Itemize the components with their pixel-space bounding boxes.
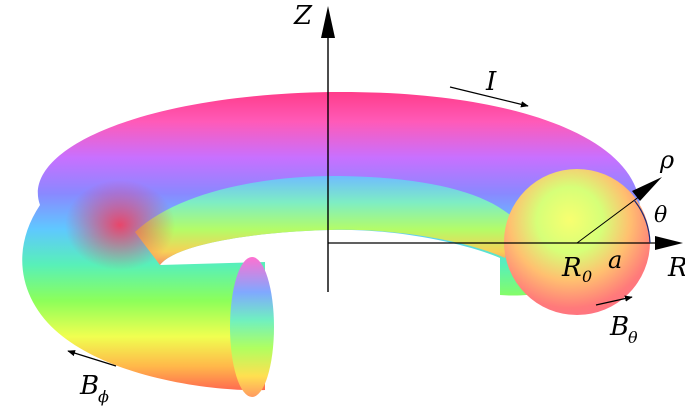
b-theta-arrow	[595, 295, 633, 306]
torus-inner-wall	[135, 175, 510, 265]
rho-vector	[576, 177, 662, 244]
r-axis	[328, 236, 683, 250]
b-theta-symbol: B	[609, 312, 629, 342]
r-axis-label: R	[667, 253, 685, 283]
torus-outer	[22, 91, 641, 391]
major-radius-sub: 0	[582, 267, 592, 286]
current-arrow	[449, 86, 529, 108]
b-phi-label: B ϕ	[79, 371, 109, 406]
major-radius-label: R 0	[561, 253, 592, 286]
current-label: I	[485, 67, 497, 97]
rho-label: ρ	[659, 146, 674, 174]
b-theta-sub: θ	[628, 328, 638, 347]
major-radius-symbol: R	[561, 253, 582, 283]
left-cross-section	[230, 257, 274, 397]
torus-shading	[65, 180, 175, 270]
b-theta-label: B θ	[609, 312, 638, 347]
torus-surface	[22, 91, 641, 391]
z-axis-label: Z	[293, 1, 313, 31]
theta-arc	[633, 199, 651, 244]
b-phi-arrow	[67, 350, 117, 367]
z-axis	[321, 6, 335, 292]
b-phi-symbol: B	[79, 371, 99, 401]
minor-radius-label: a	[608, 246, 622, 274]
theta-label: θ	[654, 203, 667, 228]
b-phi-sub: ϕ	[98, 387, 109, 406]
right-cross-section	[504, 169, 650, 315]
